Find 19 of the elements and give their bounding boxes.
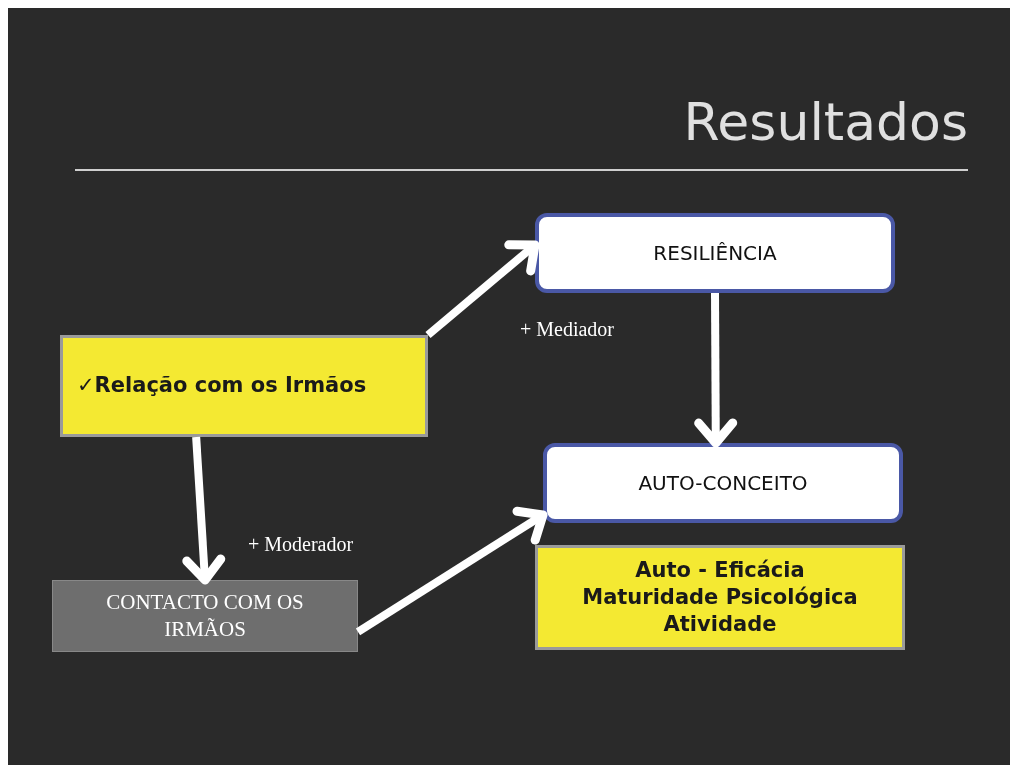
highlight-box	[60, 335, 428, 437]
process-box	[543, 443, 903, 523]
arrow	[182, 436, 226, 585]
arrow	[355, 506, 548, 636]
edge-label: + Mediador	[520, 318, 615, 341]
box-text: Atividade	[663, 611, 777, 639]
edge-label: + Moderador	[248, 533, 354, 556]
process-box	[535, 213, 895, 293]
box-text: CONTACTO COM OS IRMÃOS	[105, 588, 305, 643]
arrow	[694, 292, 738, 448]
slide-title: Resultados	[683, 92, 968, 152]
highlight-box	[535, 545, 905, 650]
box-text: AUTO-CONCEITO	[638, 470, 808, 496]
box-text: Maturidade Psicológica	[582, 583, 858, 611]
arrow	[425, 240, 540, 339]
box-text: RESILIÊNCIA	[653, 240, 777, 266]
process-box	[52, 580, 358, 652]
box-text: Auto - Eficácia	[635, 556, 805, 584]
box-text: ✓Relação com os Irmãos	[77, 372, 367, 400]
